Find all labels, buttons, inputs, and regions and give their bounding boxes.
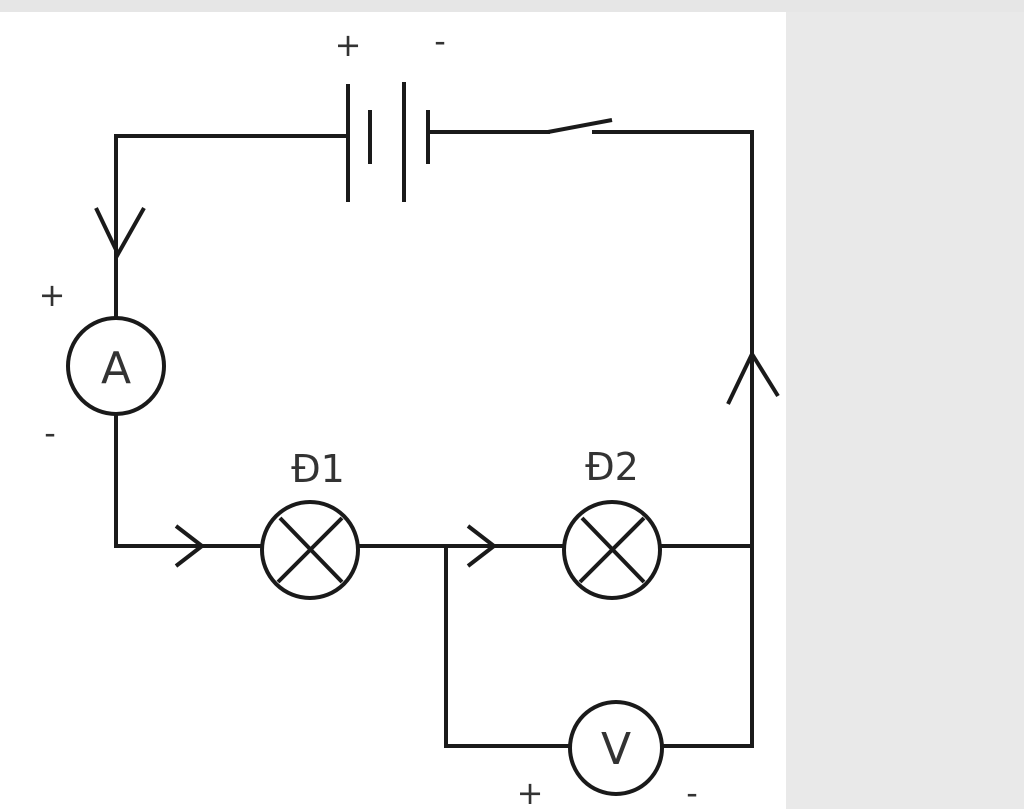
lamp-2-cross-b [578, 516, 646, 584]
switch-blade [547, 118, 613, 134]
ammeter: A [66, 316, 166, 416]
lamp-2-label: Đ2 [585, 445, 639, 489]
current-arrow-right-1 [174, 524, 206, 568]
lamp-1 [260, 500, 360, 600]
voltmeter: V [568, 700, 664, 796]
lamp-2-circle [562, 500, 662, 600]
battery-plus-label: + [335, 26, 362, 64]
voltmeter-minus-label: - [686, 774, 698, 809]
top-strip [0, 0, 1024, 12]
ammeter-label: A [101, 343, 131, 394]
lamp-1-label: Đ1 [291, 447, 345, 491]
voltmeter-label: V [601, 724, 631, 775]
battery [346, 82, 430, 202]
battery-minus-label: - [434, 22, 446, 60]
current-arrow-right-2 [466, 524, 498, 568]
ammeter-plus-label: + [39, 276, 66, 314]
ammeter-minus-label: - [44, 414, 56, 452]
switch [547, 118, 613, 134]
current-arrow-down [94, 207, 146, 259]
lamp-2 [562, 500, 662, 600]
voltmeter-plus-label: + [517, 774, 544, 809]
lamp-1-cross-b [276, 516, 344, 584]
lamp-1-circle [260, 500, 360, 600]
current-arrow-up [726, 349, 780, 405]
